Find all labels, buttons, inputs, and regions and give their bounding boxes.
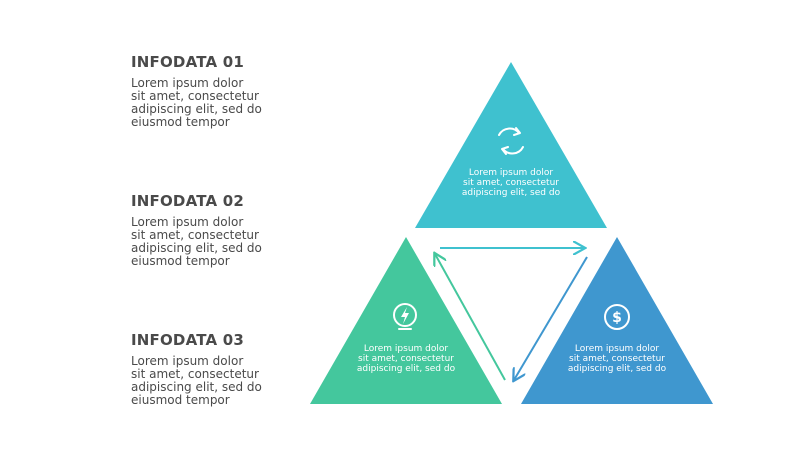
- triangle-top: Lorem ipsum dolor sit amet, consectetur …: [415, 62, 607, 228]
- refresh-cycle-icon: [498, 127, 524, 155]
- triangle-left-shape: [310, 237, 502, 404]
- dollar-coin-icon: $: [604, 304, 630, 330]
- info-text-line: adipiscing elit, sed do: [131, 380, 262, 394]
- info-title: INFODATA 02: [131, 192, 245, 210]
- arrow-left-to-top: [435, 254, 506, 381]
- triangle-top-line-1: Lorem ipsum dolor: [469, 168, 553, 178]
- info-text-line: Lorem ipsum dolor: [131, 354, 244, 368]
- triangle-left: Lorem ipsum dolor sit amet, consectetur …: [310, 237, 502, 404]
- arrow-right-to-left: [514, 256, 588, 380]
- info-text: Lorem ipsum dolor sit amet, consectetur …: [131, 77, 291, 129]
- info-text-line: eiusmod tempor: [131, 115, 230, 129]
- info-title: INFODATA 01: [131, 53, 245, 71]
- info-text-line: sit amet, consectetur: [131, 367, 259, 381]
- info-block-2: INFODATA 02 Lorem ipsum dolor sit amet, …: [131, 192, 291, 268]
- info-text-line: adipiscing elit, sed do: [131, 102, 262, 116]
- svg-text:$: $: [612, 310, 622, 326]
- info-text-line: sit amet, consectetur: [131, 89, 259, 103]
- info-block-3: INFODATA 03 Lorem ipsum dolor sit amet, …: [131, 331, 291, 407]
- info-text: Lorem ipsum dolor sit amet, consectetur …: [131, 216, 291, 268]
- triangle-left-line-3: adipiscing elit, sed do: [357, 364, 456, 374]
- info-title: INFODATA 03: [131, 331, 245, 349]
- info-text-line: sit amet, consectetur: [131, 228, 259, 242]
- triangle-left-line-1: Lorem ipsum dolor: [364, 344, 448, 354]
- info-text: Lorem ipsum dolor sit amet, consectetur …: [131, 355, 291, 407]
- triangle-right-line-2: sit amet, consectetur: [569, 354, 665, 364]
- triangle-top-line-2: sit amet, consectetur: [463, 178, 559, 188]
- triangle-right-line-3: adipiscing elit, sed do: [568, 364, 667, 374]
- triangle-right-line-1: Lorem ipsum dolor: [575, 344, 659, 354]
- triangle-left-line-2: sit amet, consectetur: [358, 354, 454, 364]
- triangle-top-line-3: adipiscing elit, sed do: [462, 188, 561, 198]
- info-text-line: eiusmod tempor: [131, 393, 230, 407]
- info-text-line: Lorem ipsum dolor: [131, 76, 244, 90]
- info-block-1: INFODATA 01 Lorem ipsum dolor sit amet, …: [131, 53, 291, 129]
- triangle-right: $ Lorem ipsum dolor sit amet, consectetu…: [521, 237, 713, 404]
- triangle-top-shape: [415, 62, 607, 228]
- info-text-line: eiusmod tempor: [131, 254, 230, 268]
- info-text-line: adipiscing elit, sed do: [131, 241, 262, 255]
- info-text-line: Lorem ipsum dolor: [131, 215, 244, 229]
- triangle-right-shape: [521, 237, 713, 404]
- lightbulb-bolt-icon: [393, 303, 417, 330]
